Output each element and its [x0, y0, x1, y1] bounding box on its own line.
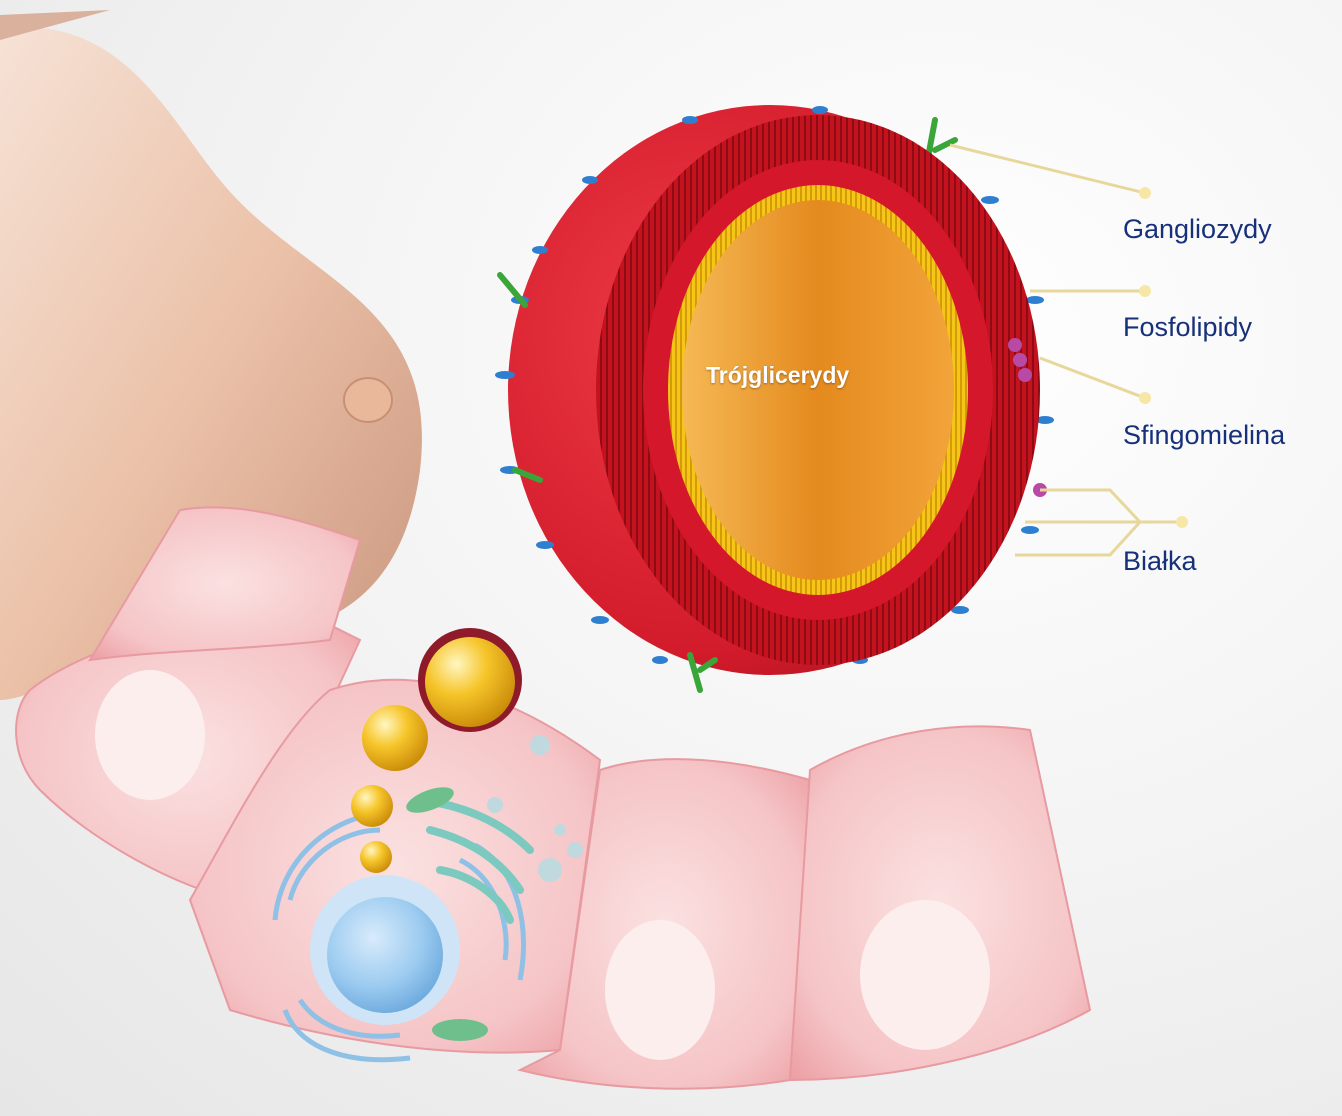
leader-dot-phospholipids	[1139, 285, 1151, 297]
lipid-droplet-4	[360, 841, 392, 873]
label-gangliosides: Gangliozydy	[1123, 214, 1272, 245]
label-proteins: Białka	[1123, 546, 1197, 577]
vesicle-1	[538, 858, 562, 882]
leader-dot-sphingomyelin	[1139, 392, 1151, 404]
label-phospholipids: Fosfolipidy	[1123, 312, 1252, 343]
cell-1-vacuole	[95, 670, 205, 800]
lipid-droplet-2	[362, 705, 428, 771]
leader-gangliosides	[950, 145, 1145, 193]
leader-dot-gangliosides	[1139, 187, 1151, 199]
vesicle-2	[567, 842, 583, 858]
globule-core	[682, 200, 954, 580]
leader-sphingomyelin	[1040, 358, 1145, 398]
cell-3-vacuole	[605, 920, 715, 1060]
vesicle-5	[530, 735, 550, 755]
nucleus-inner	[327, 897, 443, 1013]
nipple	[344, 378, 392, 422]
mitochondrion-2	[432, 1019, 488, 1041]
cell-4-vacuole	[860, 900, 990, 1050]
lipid-droplet-large-core	[425, 637, 515, 727]
triglycerides-label: Trójglicerydy	[706, 362, 849, 389]
label-sphingomyelin: Sfingomielina	[1123, 420, 1285, 451]
vesicle-3	[554, 824, 566, 836]
leader-dot-proteins	[1176, 516, 1188, 528]
vesicle-4	[487, 797, 503, 813]
milk-fat-globule	[495, 105, 1054, 690]
lipid-droplet-3	[351, 785, 393, 827]
